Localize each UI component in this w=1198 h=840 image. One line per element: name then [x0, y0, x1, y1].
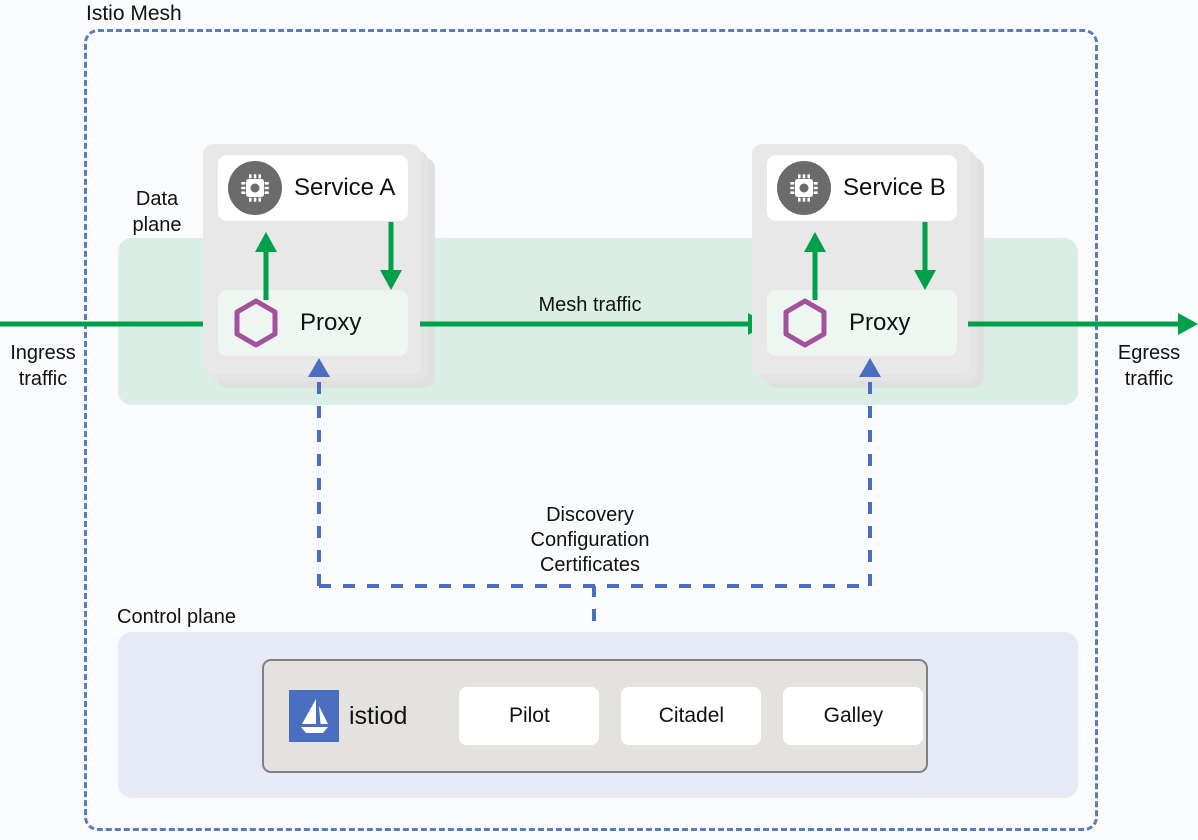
cpu-chip-glyph [241, 174, 269, 202]
proxy-label: Proxy [849, 309, 911, 336]
data-plane-label-line2: plane [132, 214, 182, 236]
mesh-traffic-label: Mesh traffic [538, 294, 642, 316]
proxy-to-service-arrow-b [804, 232, 826, 300]
component-chip-citadel[interactable]: Citadel [621, 687, 762, 745]
data-plane-label-line1: Data [135, 188, 179, 210]
service-card-b[interactable]: Service B [767, 155, 957, 221]
ingress-label-line1: Ingress [10, 342, 76, 364]
egress-label-line2: traffic [1124, 368, 1174, 390]
egress-traffic-arrow [968, 313, 1198, 335]
proxy-label: Proxy [300, 309, 362, 336]
proxy-to-service-arrow-a [255, 232, 277, 300]
istiod-container: istiod Pilot Citadel Galley [262, 659, 928, 773]
service-label: Service B [843, 174, 946, 201]
config-channel-label: Discovery Configuration Certificates [498, 503, 682, 578]
proxy-card-b[interactable]: Proxy [767, 290, 957, 356]
istio-sailboat-logo [289, 690, 339, 742]
cpu-chip-icon [777, 161, 831, 215]
ingress-traffic-label: Ingress traffic [0, 340, 86, 392]
proxy-card-a[interactable]: Proxy [218, 290, 408, 356]
config-line-certificates: Certificates [539, 554, 641, 576]
cpu-chip-icon [228, 161, 282, 215]
service-card-a[interactable]: Service A [218, 155, 408, 221]
egress-traffic-label: Egress traffic [1104, 340, 1194, 392]
hexagon-envoy-icon [783, 298, 827, 348]
config-distribution-lines [308, 358, 881, 645]
config-arrowhead-left [308, 358, 330, 377]
hexagon-envoy-icon [234, 298, 278, 348]
config-line-configuration: Configuration [530, 529, 650, 551]
component-chip-galley[interactable]: Galley [783, 687, 924, 745]
ingress-label-line2: traffic [18, 368, 68, 390]
sailboat-glyph [301, 699, 328, 733]
pod-service-b: Service B Proxy [752, 144, 984, 388]
egress-label-line1: Egress [1117, 342, 1181, 364]
istiod-product-name: istiod [349, 701, 408, 730]
istio-mesh-boundary [84, 29, 1098, 831]
cpu-chip-glyph [790, 174, 818, 202]
service-to-proxy-arrow-a [380, 222, 402, 290]
mesh-title: Istio Mesh [86, 2, 182, 25]
component-chip-pilot[interactable]: Pilot [459, 687, 600, 745]
ingress-traffic-arrow [0, 313, 232, 335]
pod-service-a: Service A Proxy [203, 144, 435, 388]
service-to-proxy-arrow-b [914, 222, 936, 290]
service-label: Service A [294, 174, 396, 201]
data-plane-label: Data plane [118, 186, 196, 238]
config-arrowhead-right [859, 358, 881, 377]
config-line-discovery: Discovery [546, 504, 634, 526]
control-plane-label: Control plane [117, 606, 236, 628]
